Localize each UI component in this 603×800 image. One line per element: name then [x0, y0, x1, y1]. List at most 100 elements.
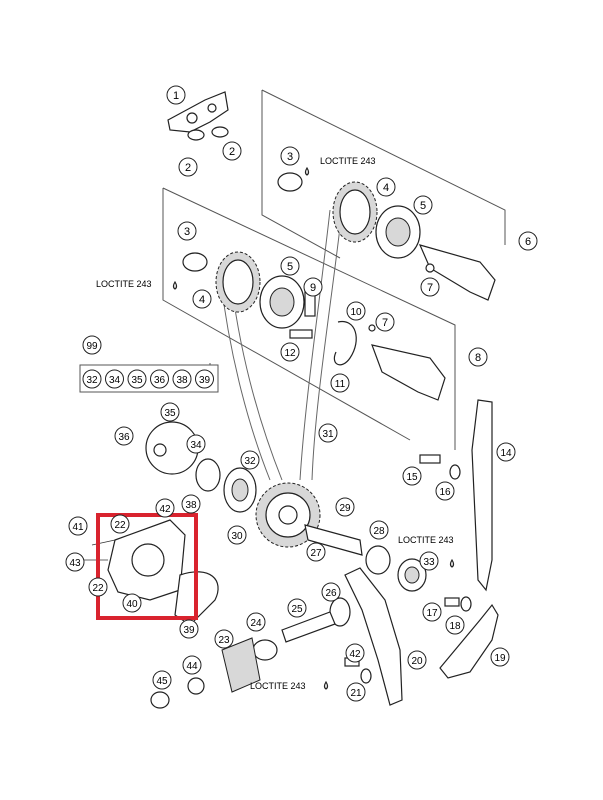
callout-c1: 1	[166, 85, 186, 105]
callout-circle	[330, 373, 350, 393]
callout-c43: 43	[65, 552, 85, 572]
callout-label: 5	[287, 261, 293, 273]
callout-label: 41	[72, 522, 84, 533]
callout-circle	[468, 347, 488, 367]
callout-label: 99	[86, 341, 98, 352]
callout-c23: 23	[214, 629, 234, 649]
callout-circle	[110, 514, 130, 534]
callout-circle	[306, 542, 326, 562]
callout-c18: 18	[445, 615, 465, 635]
callout-label: 35	[164, 408, 176, 419]
callout-circle	[177, 221, 197, 241]
callout-label: 2	[185, 162, 191, 174]
callout-circle	[68, 516, 88, 536]
callout-label: 36	[118, 432, 130, 443]
chain-guide-bracket-part	[167, 91, 229, 141]
callout-c5b: 5	[280, 256, 300, 276]
callout-c9: 9	[303, 277, 323, 297]
tensioner-rail-20-part	[344, 567, 403, 706]
callout-c11: 11	[330, 373, 350, 393]
callout-label: 43	[69, 558, 81, 569]
kit-item-label: 32	[86, 375, 98, 386]
callout-circle	[335, 497, 355, 517]
callout-label: 40	[126, 599, 138, 610]
callout-label: 17	[426, 608, 438, 619]
callout-label: 3	[287, 151, 293, 163]
callout-c6: 6	[518, 231, 538, 251]
callout-c16: 16	[435, 481, 455, 501]
callout-label: 32	[244, 456, 256, 467]
callout-c36: 36	[114, 426, 134, 446]
chain-guide-14-part	[471, 399, 493, 592]
callout-label: 3	[184, 226, 190, 238]
callout-label: 11	[335, 379, 346, 390]
callout-circle	[422, 602, 442, 622]
callout-label: 27	[310, 548, 322, 559]
loctite-note-2: LOCTITE 243	[96, 279, 152, 289]
callout-circle	[181, 494, 201, 514]
callout-c19: 19	[490, 647, 510, 667]
callout-circle	[287, 598, 307, 618]
callout-label: 22	[114, 520, 126, 531]
callout-label: 18	[449, 621, 461, 632]
callout-label: 14	[500, 448, 512, 459]
callout-label: 6	[525, 236, 531, 248]
callout-c7b: 7	[375, 312, 395, 332]
callout-c29: 29	[335, 497, 355, 517]
callout-label: 28	[373, 526, 385, 537]
water-pump-cover-part	[84, 519, 219, 626]
callout-circle	[490, 647, 510, 667]
callout-c10: 10	[346, 301, 366, 321]
gear-35-part	[145, 421, 199, 475]
kit-item-34: 34	[105, 369, 124, 389]
callout-c12: 12	[280, 342, 300, 362]
loctite-notes: LOCTITE 243 LOCTITE 243 LOCTITE 243 LOCT…	[96, 156, 455, 691]
callout-label: 26	[325, 588, 337, 599]
callout-circle	[496, 442, 516, 462]
callout-label: 2	[229, 146, 235, 158]
upper-sprocket-part	[277, 172, 496, 301]
callout-c39: 39	[179, 619, 199, 639]
callout-label: 16	[439, 487, 451, 498]
callout-label: 5	[420, 200, 426, 212]
kit-item-label: 34	[109, 375, 121, 386]
callout-c21: 21	[346, 682, 366, 702]
callout-c33: 33	[419, 551, 439, 571]
callout-circle	[518, 231, 538, 251]
callout-circle	[280, 256, 300, 276]
callout-circle	[346, 301, 366, 321]
callout-label: 23	[218, 635, 230, 646]
callout-c3a: 3	[280, 146, 300, 166]
callout-c25: 25	[287, 598, 307, 618]
callout-circle	[435, 481, 455, 501]
kit-item-label: 39	[199, 375, 211, 386]
callout-circle	[375, 312, 395, 332]
callout-c4a: 4	[376, 177, 396, 197]
loctite-drop-icon	[323, 680, 329, 690]
callout-c99: 99	[82, 335, 102, 355]
callout-circle	[318, 423, 338, 443]
callout-label: 24	[250, 618, 262, 629]
callout-c8: 8	[468, 347, 488, 367]
callout-circle	[369, 520, 389, 540]
callout-circle	[407, 650, 427, 670]
callout-c28: 28	[369, 520, 389, 540]
callout-circle	[420, 277, 440, 297]
callout-c22a: 22	[110, 514, 130, 534]
callout-label: 34	[190, 440, 202, 451]
loctite-drop-icon	[172, 280, 178, 290]
highlight-box	[96, 513, 198, 620]
callout-circle	[65, 552, 85, 572]
callout-circle	[155, 498, 175, 518]
callout-label: 12	[284, 348, 296, 359]
water-pump-shaft-part	[304, 524, 427, 592]
callout-circle	[88, 577, 108, 597]
kit-item-label: 35	[131, 375, 143, 386]
callout-circle	[186, 434, 206, 454]
callout-c4b: 4	[192, 289, 212, 309]
kit-item-label: 38	[176, 375, 188, 386]
callout-c26: 26	[321, 582, 341, 602]
callout-circle	[166, 85, 186, 105]
callout-circle	[280, 342, 300, 362]
